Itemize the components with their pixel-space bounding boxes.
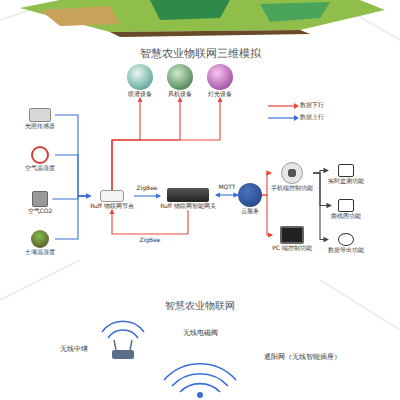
farm-greenhouse — [150, 0, 230, 20]
node-label: 云服务 — [238, 208, 262, 215]
node-icon — [167, 64, 193, 90]
sensor-node: 空气CO2 — [28, 191, 53, 215]
node-icon — [31, 230, 49, 248]
device-label: 无线中继 — [60, 345, 88, 353]
function-node: 实时监测功能 — [328, 164, 364, 185]
edge-label: ZigBee — [135, 185, 158, 192]
edge-label: ZigBee — [138, 237, 161, 244]
farm-crop — [260, 2, 330, 22]
farm-field — [20, 0, 385, 32]
node-label: 土壤温湿度 — [25, 249, 55, 256]
sensor-node: 土壤温湿度 — [25, 230, 55, 256]
connector — [112, 98, 180, 190]
legend-arrow — [294, 103, 299, 109]
node-label: 曲线图功能 — [331, 213, 361, 220]
farm-field — [40, 6, 120, 26]
node-label: 手机端控制功能 — [271, 185, 313, 192]
connector — [134, 195, 160, 196]
section-title: 智慧农业物联网 — [165, 300, 235, 312]
light-node: 灯光设备 — [207, 64, 233, 98]
node-label: 空气温湿度 — [25, 165, 55, 172]
node-icon — [238, 183, 262, 207]
diagram-title: 智慧农业物联网三维模拟 — [140, 48, 261, 61]
connector — [55, 115, 90, 196]
wifi-dot — [197, 392, 203, 398]
legend-arrow — [294, 115, 299, 121]
legend-label: 数据上行 — [300, 114, 324, 121]
map-line — [0, 0, 400, 330]
connector — [313, 173, 328, 240]
connector — [112, 98, 220, 190]
connector — [262, 173, 271, 195]
device-label: 遮阳网（无线智能插座） — [264, 353, 341, 361]
connector — [262, 195, 272, 235]
connector — [112, 98, 140, 190]
pc-node: PC 端控制功能 — [272, 226, 312, 252]
router-icon — [112, 350, 134, 359]
wifi-arc — [164, 364, 236, 392]
sensor-node: 空气温湿度 — [25, 146, 55, 172]
sensor-node: 光照传感器 — [25, 108, 55, 130]
legend-label: 数据下行 — [300, 102, 324, 109]
wifi-arc — [102, 321, 144, 338]
connector — [55, 196, 90, 239]
function-node: 数据导出功能 — [328, 233, 364, 254]
node-icon — [207, 64, 233, 90]
node-label: Ruff 物联网节点 — [90, 203, 134, 210]
node-label: 空气CO2 — [28, 208, 53, 215]
node-label: PC 端控制功能 — [272, 245, 312, 252]
cloud-node: 云服务 — [238, 183, 262, 215]
iot-node: Ruff 物联网节点 — [90, 190, 134, 210]
legend-line — [268, 117, 294, 118]
router-antenna — [130, 340, 132, 350]
node-icon — [338, 199, 354, 212]
node-label: 实时监测功能 — [328, 178, 364, 185]
gateway-node: Ruff 物联网智能网关 — [160, 188, 216, 210]
device-label: 无线电磁阀 — [183, 329, 218, 337]
node-icon — [281, 162, 303, 184]
node-icon — [32, 191, 48, 207]
router-antenna — [114, 340, 116, 350]
function-node: 曲线图功能 — [331, 199, 361, 220]
node-label: Ruff 物联网智能网关 — [160, 203, 216, 210]
node-label: 光照传感器 — [25, 123, 55, 130]
farm-soil — [110, 30, 310, 37]
sprinkler-node: 喷灌设备 — [127, 64, 153, 98]
node-icon — [280, 226, 304, 244]
node-icon — [29, 108, 51, 122]
legend-line — [268, 105, 294, 106]
connector — [55, 155, 90, 196]
node-icon — [338, 164, 354, 177]
fan-node: 风机设备 — [167, 64, 193, 98]
node-icon — [31, 146, 49, 164]
phone-node: 手机端控制功能 — [271, 162, 313, 192]
connector — [112, 210, 188, 234]
node-icon — [338, 233, 354, 246]
edge-label: MQTT — [217, 184, 236, 191]
node-label: 风机设备 — [167, 91, 193, 98]
node-icon — [127, 64, 153, 90]
node-label: 灯光设备 — [207, 91, 233, 98]
node-icon — [167, 188, 209, 202]
node-label: 数据导出功能 — [328, 247, 364, 254]
node-label: 喷灌设备 — [127, 91, 153, 98]
node-icon — [100, 190, 124, 202]
connector — [216, 194, 238, 195]
